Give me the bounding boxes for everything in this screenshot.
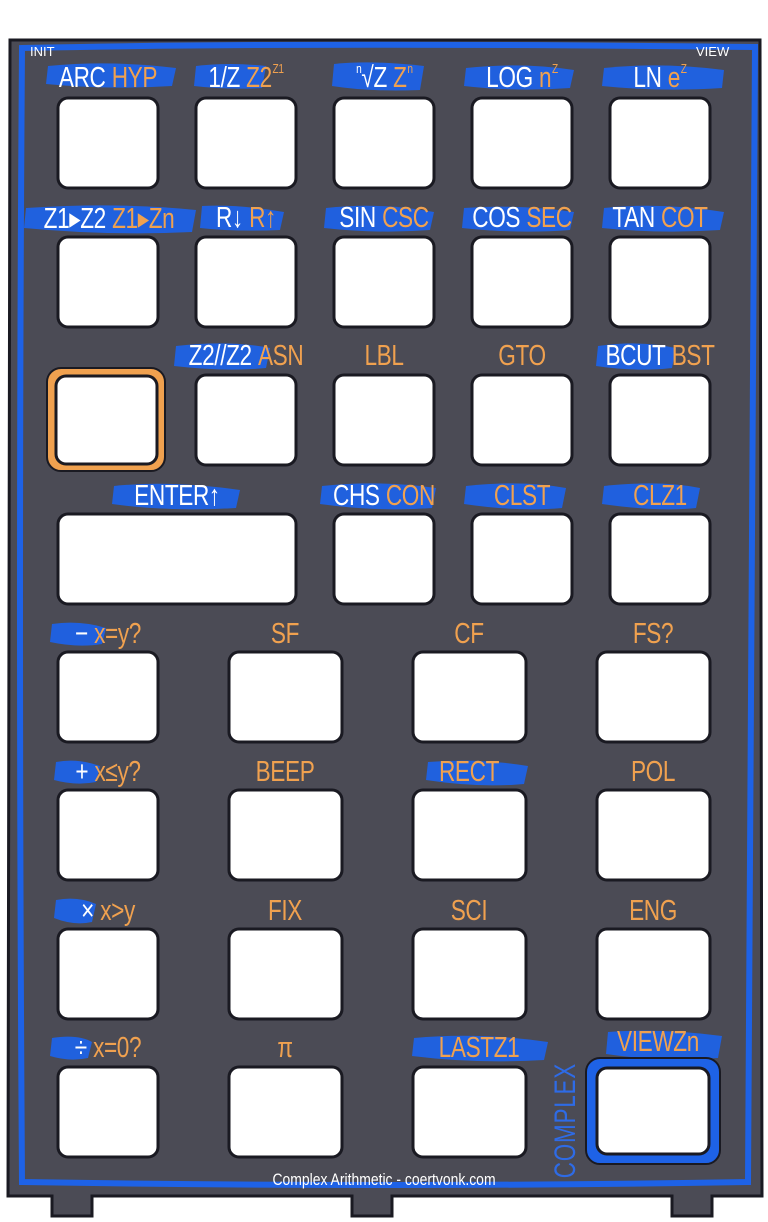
key-pi[interactable] <box>227 1065 344 1159</box>
label-divide-xeq0: ÷x=0? <box>74 1031 142 1064</box>
label-enter: ENTER↑ <box>134 479 220 512</box>
key-z2par[interactable] <box>194 373 298 467</box>
key-cf[interactable] <box>411 650 528 744</box>
label-sci: SCI <box>450 894 488 927</box>
label-highlights <box>24 62 724 1062</box>
label-pol: POL <box>630 755 676 788</box>
key-clst[interactable] <box>470 512 574 606</box>
label-lastz1: LASTZ1 <box>438 1031 520 1064</box>
key-clz1[interactable] <box>608 512 712 606</box>
complex-side-label: COMPLEX <box>549 1062 582 1179</box>
key-lastz1[interactable] <box>411 1065 528 1159</box>
key-fix[interactable] <box>227 927 344 1021</box>
label-beep: BEEP <box>255 755 315 788</box>
key-eng[interactable] <box>595 927 712 1021</box>
label-fix: FIX <box>267 894 303 927</box>
label-fs: FS? <box>632 617 674 650</box>
key-gto[interactable] <box>470 373 574 467</box>
label-cf: CF <box>454 617 484 650</box>
key-cos[interactable] <box>470 235 574 329</box>
view-marker: VIEW <box>696 44 730 59</box>
key-sin[interactable] <box>332 235 436 329</box>
blue-border <box>17 41 759 1188</box>
key-nroot[interactable] <box>332 96 436 190</box>
label-pi: π <box>277 1031 293 1064</box>
key-sf[interactable] <box>227 650 344 744</box>
key-enter[interactable] <box>56 512 298 606</box>
key-viewzn[interactable] <box>595 1066 711 1156</box>
label-clst: CLST <box>493 479 551 512</box>
label-gto: GTO <box>498 339 546 372</box>
key-divide[interactable] <box>56 1065 160 1159</box>
key-beep[interactable] <box>227 788 344 882</box>
key-arc[interactable] <box>56 96 160 190</box>
key-chs[interactable] <box>332 512 436 606</box>
key-shift[interactable] <box>54 374 159 466</box>
keys <box>56 96 712 1159</box>
label-minus-xeqy: −x=y? <box>75 617 141 650</box>
key-log[interactable] <box>470 96 574 190</box>
overlay-panel <box>6 38 764 1218</box>
label-viewzn: VIEWZn <box>617 1025 699 1058</box>
key-fs[interactable] <box>595 650 712 744</box>
footer-credit: Complex Arithmetic - coertvonk.com <box>272 1170 496 1189</box>
label-plus-xley: +x≤y? <box>75 755 141 788</box>
key-plus[interactable] <box>56 788 160 882</box>
label-sf: SF <box>270 617 300 650</box>
key-pol[interactable] <box>595 788 712 882</box>
key-minus[interactable] <box>56 650 160 744</box>
key-tan[interactable] <box>608 235 712 329</box>
key-times[interactable] <box>56 927 160 1021</box>
init-marker: INIT <box>30 44 55 59</box>
label-times-xgty: ×x>y <box>81 894 135 927</box>
label-eng: ENG <box>629 894 677 927</box>
label-rdown-rup: R↓R↑ <box>216 201 276 234</box>
key-bcut[interactable] <box>608 373 712 467</box>
key-lbl[interactable] <box>332 373 436 467</box>
key-z1z2[interactable] <box>56 235 160 329</box>
key-sci[interactable] <box>411 927 528 1021</box>
key-ln[interactable] <box>608 96 712 190</box>
key-rect[interactable] <box>411 788 528 882</box>
key-rdown[interactable] <box>194 235 298 329</box>
label-lbl: LBL <box>364 339 404 372</box>
key-inv-z[interactable] <box>194 96 298 190</box>
label-clz1: CLZ1 <box>633 479 687 512</box>
label-rect: RECT <box>438 755 500 788</box>
